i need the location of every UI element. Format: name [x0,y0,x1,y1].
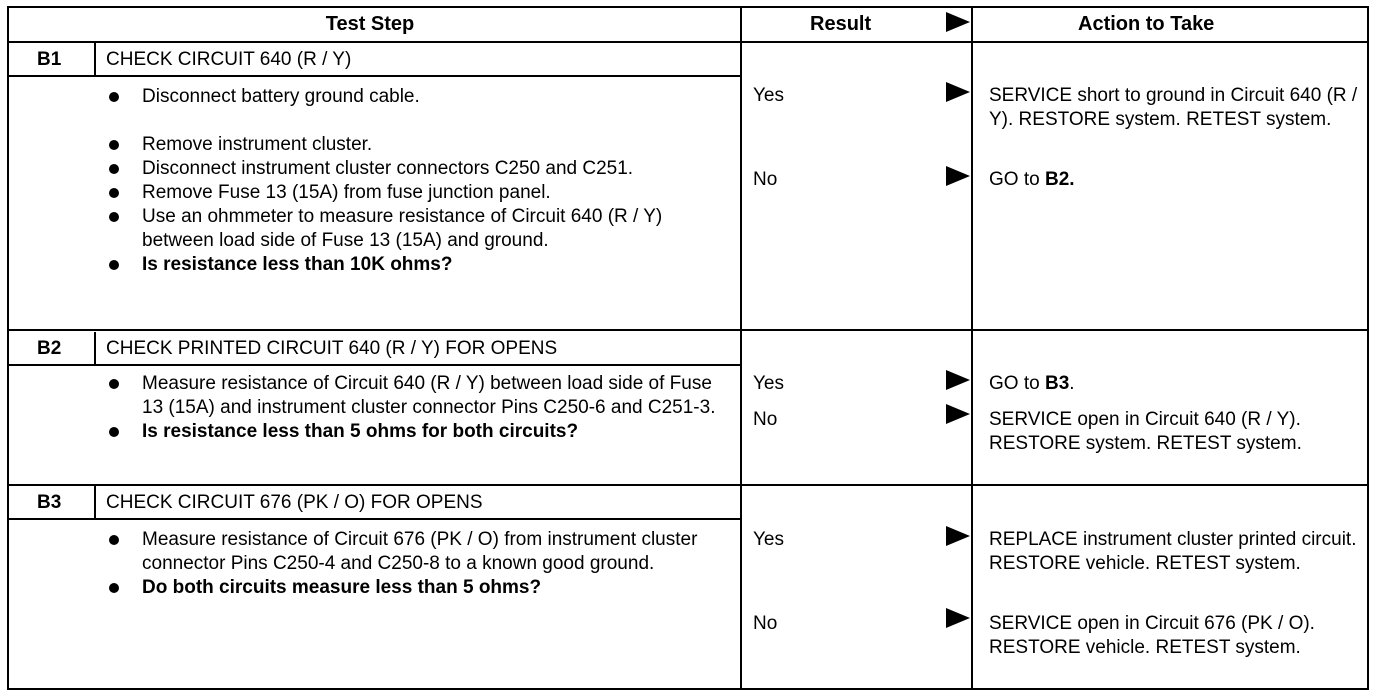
list-item: Do both circuits measure less than 5 ohm… [104,576,734,600]
diagnostic-table [7,6,1369,690]
step-code-b3: B3 [37,492,62,513]
bullet-icon [109,164,119,174]
list-item: Use an ohmmeter to measure resistance of… [104,205,734,253]
step-b1-bullets: Disconnect battery ground cable. Remove … [104,85,734,277]
bullet-icon [109,379,119,389]
list-item: Remove instrument cluster. [104,133,734,157]
list-item: Measure resistance of Circuit 676 (PK / … [104,528,734,576]
b3-no-arrow-icon [946,608,970,628]
list-item: Disconnect instrument cluster connectors… [104,157,734,181]
code-divider-b2 [94,332,96,366]
bullet-icon [109,140,119,150]
b2-b3-divider [7,484,1369,486]
b1-action-no: GO to B2. [989,169,1075,190]
list-item: Is resistance less than 5 ohms for both … [104,420,734,444]
step-b3-bullets: Measure resistance of Circuit 676 (PK / … [104,528,734,600]
header-test-step: Test Step [325,13,415,35]
b2-yes-arrow-icon [946,370,970,390]
step-b2-bullets: Measure resistance of Circuit 640 (R / Y… [104,372,734,444]
step-title-b1: CHECK CIRCUIT 640 (R / Y) [106,49,352,70]
b3-result-yes: Yes [753,529,784,550]
step-title-b2: CHECK PRINTED CIRCUIT 640 (R / Y) FOR OP… [106,338,558,359]
b1-action-yes: SERVICE short to ground in Circuit 640 (… [989,85,1358,130]
header-divider [7,41,1369,43]
header-result: Result [810,13,872,35]
b1-no-arrow-icon [946,166,970,186]
bullet-icon [109,427,119,437]
b1-result-no: No [753,169,778,190]
bullet-icon [109,583,119,593]
bullet-icon [109,212,119,222]
b1-yes-arrow-icon [946,82,970,102]
b2-result-no: No [753,409,778,430]
b2-no-arrow-icon [946,404,970,424]
header-arrow-icon [946,12,970,32]
header-action: Action to Take [1078,13,1215,35]
b3-result-no: No [753,613,778,634]
b2-title-divider [7,364,742,366]
b1-result-yes: Yes [753,85,784,106]
b3-action-no: SERVICE open in Circuit 676 (PK / O). RE… [989,613,1315,658]
b1-title-divider [7,75,742,77]
list-item: Remove Fuse 13 (15A) from fuse junction … [104,181,734,205]
list-item: Measure resistance of Circuit 640 (R / Y… [104,372,734,420]
list-item: Is resistance less than 10K ohms? [104,253,734,277]
b2-result-yes: Yes [753,373,784,394]
bullet-icon [109,188,119,198]
b3-yes-arrow-icon [946,526,970,546]
b2-action-yes: GO to B3. [989,373,1075,394]
code-divider-b3 [94,486,96,520]
column-divider-action [971,6,973,690]
step-title-b3: CHECK CIRCUIT 676 (PK / O) FOR OPENS [106,492,483,513]
column-divider-result [740,6,742,690]
bullet-icon [109,260,119,270]
b2-action-no: SERVICE open in Circuit 640 (R / Y). RES… [989,409,1302,454]
b3-title-divider [7,518,742,520]
code-divider-b1 [94,43,96,77]
list-item: Disconnect battery ground cable. [104,85,734,109]
bullet-icon [109,535,119,545]
b1-b2-divider [7,329,1369,331]
step-code-b1: B1 [37,49,62,70]
step-code-b2: B2 [37,338,62,359]
bullet-icon [109,92,119,102]
b3-action-yes: REPLACE instrument cluster printed circu… [989,529,1357,574]
